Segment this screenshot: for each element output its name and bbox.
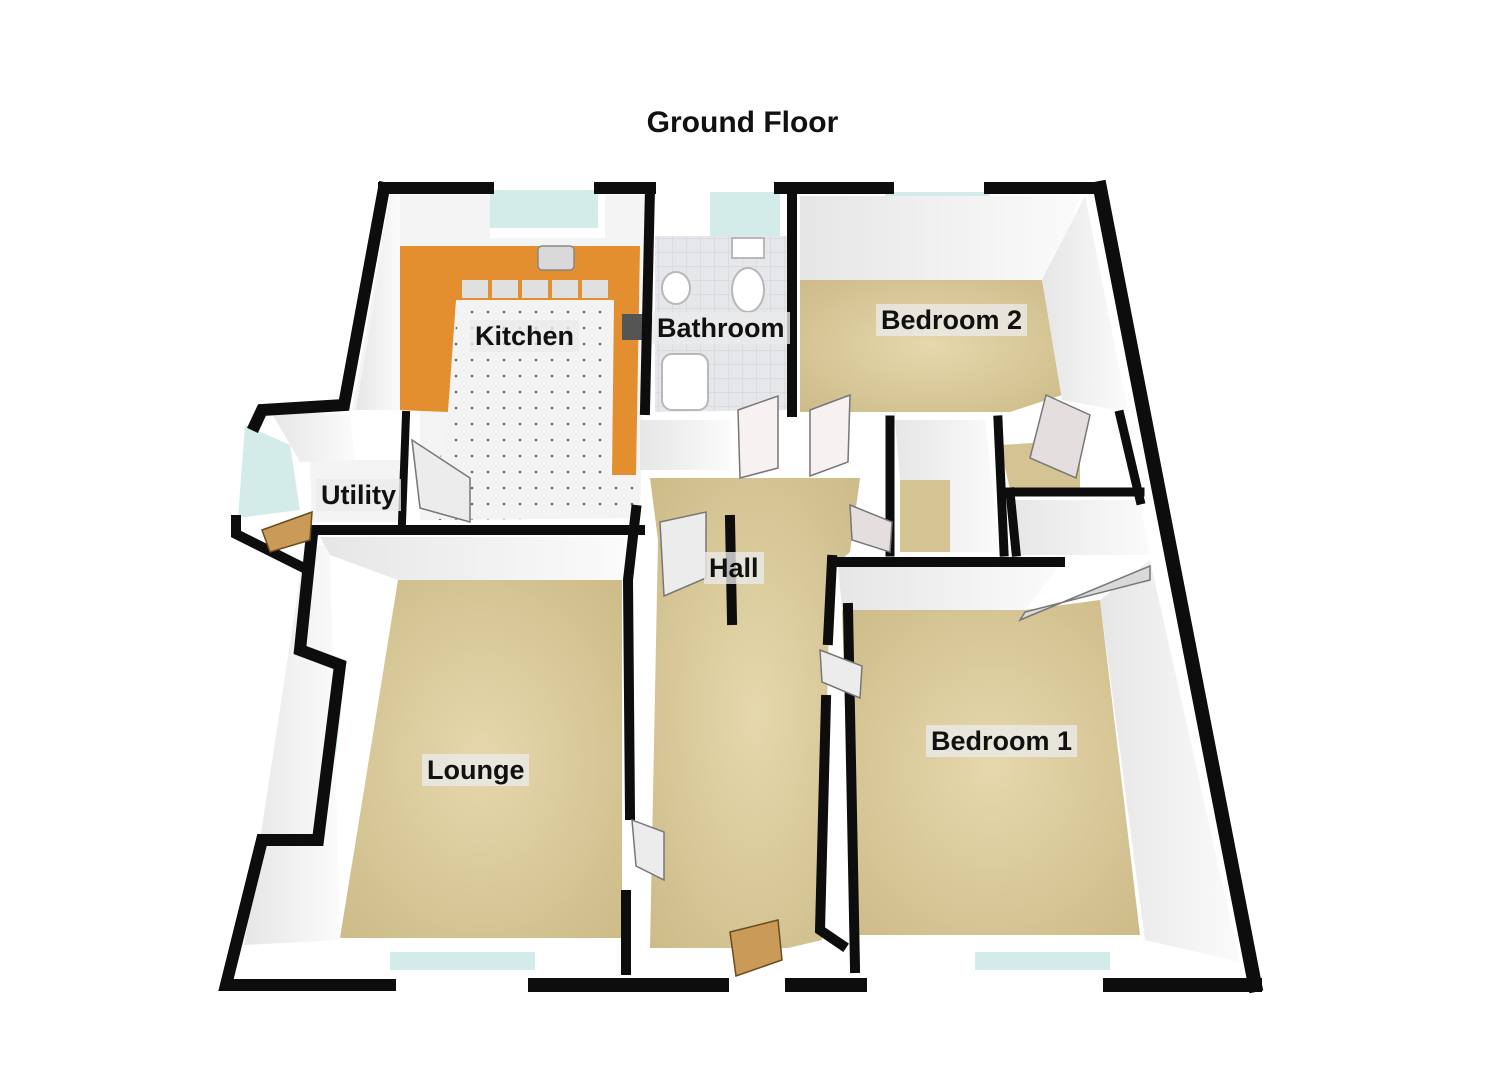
window-bedroom1-front	[975, 952, 1110, 970]
wall-lounge-left	[218, 527, 396, 991]
wall-kitchen-bathroom	[639, 182, 656, 416]
bedroom2-floor	[800, 280, 1062, 412]
kitchen-tiles	[430, 302, 640, 520]
room-label-bedroom1: Bedroom 1	[926, 725, 1078, 757]
door-bedroom1	[819, 648, 863, 700]
door-lounge	[631, 818, 665, 882]
window-bathroom	[710, 192, 780, 236]
door-kitchen	[411, 438, 471, 523]
wall-lounge-hall	[621, 504, 642, 975]
wall-wardrobe	[1005, 409, 1146, 557]
wall-utility-left	[231, 515, 307, 573]
cistern-icon	[731, 237, 765, 259]
toilet-icon	[731, 267, 765, 313]
cupboard-doors	[462, 280, 608, 298]
kitchen-sink-icon	[537, 245, 575, 271]
door-bedroom1-wardrobe	[1018, 564, 1151, 622]
room-label-bathroom: Bathroom	[652, 312, 790, 344]
hob-icon	[622, 314, 644, 340]
room-label-bedroom2: Bedroom 2	[876, 304, 1028, 336]
hall-floor	[650, 478, 860, 948]
basin-icon	[661, 271, 691, 305]
kitchen-worktop	[398, 246, 640, 475]
wall-faces	[244, 196, 1240, 962]
wall-utility-kitchen	[397, 410, 411, 527]
walls	[218, 179, 1264, 994]
room-label-lounge: Lounge	[422, 754, 530, 786]
wall-hall-bedroom1	[814, 554, 849, 952]
door-front	[729, 919, 783, 978]
doors	[261, 393, 1151, 978]
cupboard-floor	[900, 480, 950, 552]
plan-title: Ground Floor	[646, 106, 839, 139]
door-bedroom2	[809, 393, 851, 478]
wall-kitchen-left	[247, 181, 391, 433]
bath-icon	[661, 353, 709, 411]
floors	[310, 195, 1140, 948]
bedroom1-floor	[842, 600, 1140, 935]
wall-right-outer	[1091, 179, 1264, 994]
door-utility	[261, 510, 313, 553]
door-cupboard	[849, 503, 893, 554]
window-kitchen	[490, 190, 598, 228]
room-label-kitchen: Kitchen	[470, 320, 580, 352]
room-label-utility: Utility	[316, 479, 402, 511]
door-wardrobe	[1029, 393, 1091, 480]
window-lounge-front	[390, 952, 535, 970]
window-utility	[238, 425, 300, 518]
door-bathroom	[737, 394, 779, 479]
room-label-hall: Hall	[704, 552, 764, 584]
